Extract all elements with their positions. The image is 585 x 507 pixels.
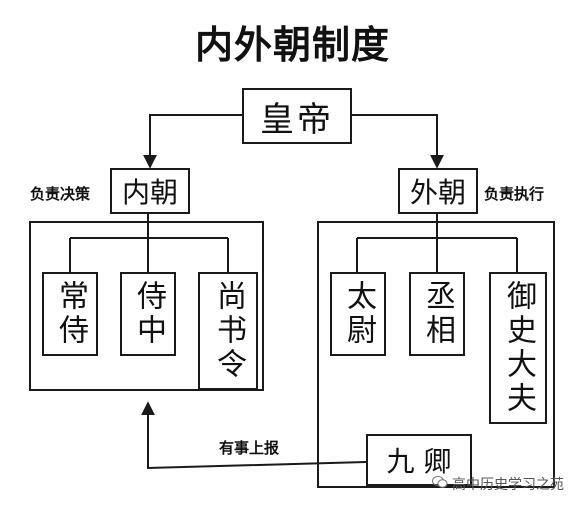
outer-official-chengxiang: 丞相 (409, 272, 465, 356)
watermark-text: 高中历史学习之苑 (452, 477, 564, 493)
inner-court-container (29, 221, 264, 391)
inner-official-shizhong: 侍中 (120, 272, 176, 356)
report-label: 有事上报 (219, 439, 280, 457)
emperor-to-inner-court-arrow (143, 114, 242, 169)
outer-official-taiwei: 太尉 (330, 272, 386, 356)
outer-court-branches (356, 214, 518, 272)
outer-court-box: 外朝 (398, 168, 478, 214)
wechat-icon (432, 476, 448, 488)
outer-official-yushidafu: 御史大夫 (489, 272, 547, 424)
inner-court-box: 内朝 (110, 168, 190, 214)
nine-ministers-box: 九 卿 (366, 434, 472, 486)
inner-court-role: 负责决策 (30, 185, 91, 203)
inner-official-changshi: 常侍 (42, 272, 98, 356)
report-arrow (141, 401, 367, 470)
outer-court-role: 负责执行 (484, 185, 545, 203)
inner-court-branches (69, 214, 229, 272)
emperor-to-outer-court-arrow (352, 114, 444, 169)
inner-official-shangshuling: 尚书令 (198, 272, 258, 390)
emperor-box: 皇帝 (242, 88, 352, 144)
diagram-title: 内外朝制度 (194, 22, 390, 67)
